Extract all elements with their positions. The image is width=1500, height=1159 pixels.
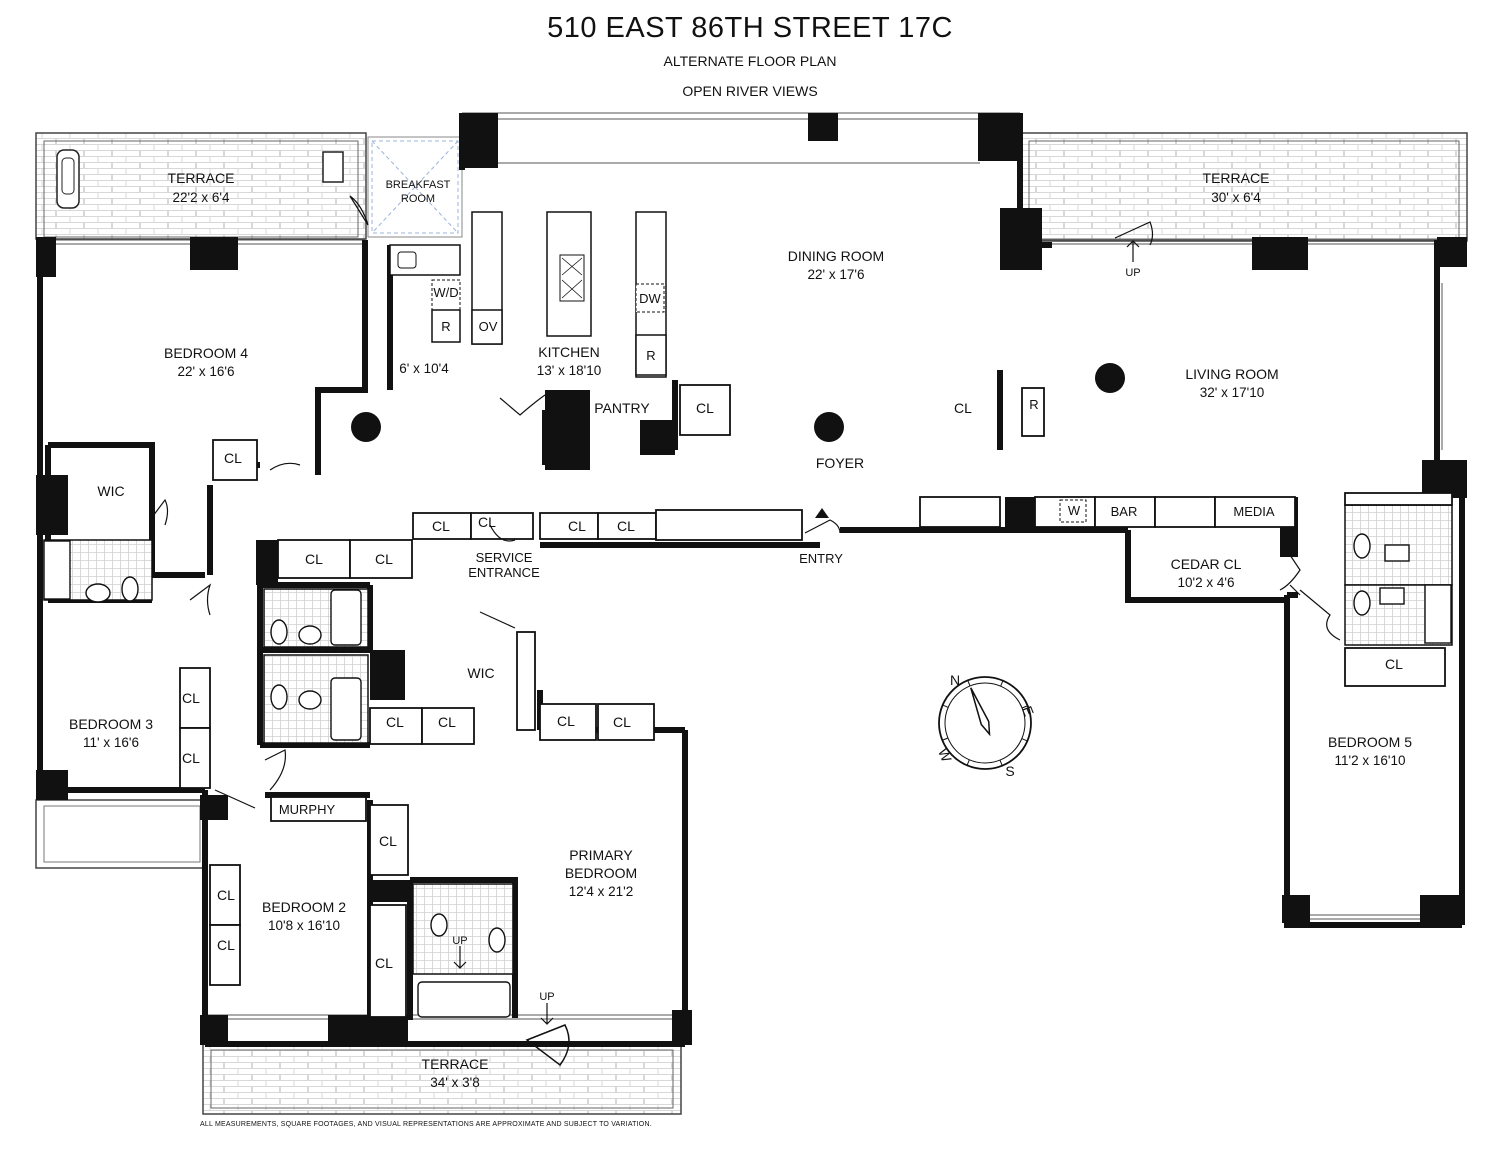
terrace-ne-dims: 30' x 6'4: [1211, 190, 1261, 205]
bedroom5-name: BEDROOM 5: [1328, 734, 1412, 750]
terrace-nw: [35, 132, 367, 240]
wine-label: W: [1068, 503, 1081, 518]
entry-label: ENTRY: [799, 551, 843, 566]
lounge-chair: [56, 149, 80, 209]
media-label: MEDIA: [1233, 504, 1275, 519]
up-label: UP: [452, 935, 467, 947]
room-labels: TERRACE 22'2 x 6'4 TERRACE 30' x 6'4 BRE…: [69, 170, 1412, 1090]
closet-label: CL: [557, 713, 575, 729]
refrigerator-label: R: [441, 319, 450, 334]
closet-label: CL: [568, 518, 586, 534]
closet-label: CL: [375, 551, 393, 567]
views-label: OPEN RIVER VIEWS: [682, 83, 818, 99]
living-dims: 32' x 17'10: [1200, 385, 1264, 400]
terrace-ne-name: TERRACE: [1203, 170, 1270, 186]
wic-label-b4: WIC: [97, 483, 124, 499]
closet-label: CL: [1385, 656, 1403, 672]
dining-dims: 22' x 17'6: [808, 267, 865, 282]
terrace-nw-dims: 22'2 x 6'4: [173, 190, 230, 205]
terrace-nw-name: TERRACE: [168, 170, 235, 186]
foyer-name: FOYER: [816, 455, 864, 471]
breakfast-label-1: BREAKFAST: [386, 179, 451, 191]
closet-label: CL: [438, 714, 456, 730]
bedroom2-dims: 10'8 x 16'10: [268, 918, 340, 933]
up-labels: UP UP UP: [452, 267, 1140, 1003]
primary-label-2: BEDROOM: [565, 865, 637, 881]
primary-label-1: PRIMARY: [569, 847, 633, 863]
round-columns: [351, 363, 1125, 442]
closet-label: CL: [696, 400, 714, 416]
plan-subtitle: ALTERNATE FLOOR PLAN: [663, 53, 837, 69]
closet-label: CL: [182, 690, 200, 706]
service-label-2: ENTRANCE: [468, 565, 540, 580]
fixture-labels: W/D R OV DW R R W BAR MEDIA MURPHY: [279, 285, 1275, 817]
closet-label: CL: [478, 514, 496, 530]
plan-title: 510 EAST 86TH STREET 17C: [547, 12, 953, 44]
closet-label: CL: [305, 551, 323, 567]
refrigerator-label: R: [1029, 397, 1038, 412]
bedroom5-dims: 11'2 x 16'10: [1335, 753, 1406, 768]
compass-north: N: [950, 672, 960, 688]
laundry-dims: 6' x 10'4: [399, 361, 449, 376]
up-label: UP: [539, 991, 554, 1003]
walls: [37, 113, 1465, 1047]
terrace-ne: [1020, 132, 1468, 242]
up-arrows: [453, 240, 1140, 1025]
terrace-s-name: TERRACE: [422, 1056, 489, 1072]
service-label-1: SERVICE: [476, 550, 533, 565]
bedroom4-name: BEDROOM 4: [164, 345, 248, 361]
cedar-dims: 10'2 x 4'6: [1178, 575, 1235, 590]
refrigerator-label: R: [646, 348, 655, 363]
kitchen-name: KITCHEN: [538, 344, 599, 360]
primary-dims: 12'4 x 21'2: [569, 884, 633, 899]
dining-name: DINING ROOM: [788, 248, 884, 264]
closet-label: CL: [617, 518, 635, 534]
entry-arrow-icon: [815, 508, 829, 518]
kitchen-fixtures: [389, 211, 667, 378]
bathrooms: [43, 504, 1453, 975]
terrace-s-dims: 34' x 3'8: [430, 1075, 479, 1090]
bedroom3-dims: 11' x 16'6: [83, 735, 139, 750]
compass-south: S: [1005, 763, 1014, 779]
closet-label: CL: [954, 400, 972, 416]
breakfast-label-2: ROOM: [401, 193, 435, 205]
disclaimer: ALL MEASUREMENTS, SQUARE FOOTAGES, AND V…: [200, 1121, 652, 1128]
columns: [36, 113, 1467, 1045]
pantry-name: PANTRY: [594, 400, 650, 416]
kitchen-dims: 13' x 18'10: [537, 363, 601, 378]
door-swings: [149, 195, 1341, 1067]
bath-fixtures: [43, 533, 1452, 1018]
compass-letters: N E S W: [935, 672, 1037, 779]
closet-labels: CL CL CL CL CL CL CL CL CL CL CL CL CL C…: [182, 400, 1403, 971]
bar-label: BAR: [1111, 504, 1138, 519]
side-table: [322, 151, 344, 183]
compass-icon: [938, 676, 1032, 770]
terraces: [35, 132, 1468, 1115]
closet-label: CL: [386, 714, 404, 730]
terrace-s: [202, 1043, 682, 1115]
murphy-label: MURPHY: [279, 802, 336, 817]
wic-label-primary: WIC: [467, 665, 494, 681]
washer-dryer-label: W/D: [433, 285, 458, 300]
up-label: UP: [1125, 267, 1140, 279]
living-name: LIVING ROOM: [1185, 366, 1278, 382]
closet-label: CL: [217, 937, 235, 953]
cedar-name: CEDAR CL: [1171, 556, 1242, 572]
bedroom2-name: BEDROOM 2: [262, 899, 346, 915]
closet-label: CL: [432, 518, 450, 534]
closet-label: CL: [375, 955, 393, 971]
dishwasher-label: DW: [639, 291, 661, 306]
bedroom4-dims: 22' x 16'6: [178, 364, 235, 379]
compass-west: W: [935, 746, 955, 765]
bedroom3-name: BEDROOM 3: [69, 716, 153, 732]
closet-label: CL: [217, 887, 235, 903]
closet-label: CL: [613, 714, 631, 730]
oven-label: OV: [479, 319, 498, 334]
closet-label: CL: [182, 750, 200, 766]
closet-label: CL: [224, 450, 242, 466]
closet-boxes: [179, 384, 1453, 1018]
closet-label: CL: [379, 833, 397, 849]
